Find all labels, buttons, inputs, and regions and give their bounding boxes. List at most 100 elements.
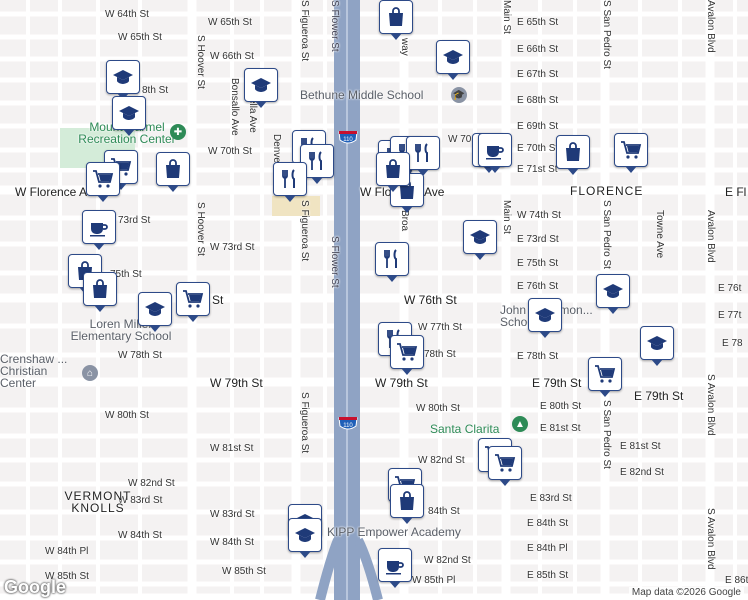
street-label: E 70th St xyxy=(517,143,559,154)
street-label: W Florence Ave xyxy=(15,185,100,199)
street-label: W 65th St xyxy=(208,17,252,28)
street-label: E 66th St xyxy=(517,44,559,55)
street-label: E 78th St xyxy=(517,351,559,362)
street-label-vertical: Avalon Blvd xyxy=(705,0,716,53)
shopping-cart-marker[interactable] xyxy=(176,282,210,322)
street-label: W 85th Pl xyxy=(412,575,456,586)
street-label-vertical: Main St xyxy=(501,200,512,234)
fork-knife-marker[interactable] xyxy=(273,162,307,202)
shopping-bag-marker[interactable] xyxy=(376,152,410,192)
shopping-cart-marker[interactable] xyxy=(614,133,648,173)
street-label: W 82nd St xyxy=(418,455,465,466)
street-label: W 85th St xyxy=(222,566,266,577)
street-label: E 78 xyxy=(722,338,743,349)
shopping-cart-icon xyxy=(595,365,616,383)
church-poi-icon[interactable]: ⌂ xyxy=(82,365,98,381)
shopping-bag-icon xyxy=(566,142,580,161)
street-label: W 70 xyxy=(448,134,472,145)
street-label: W 81st St xyxy=(210,443,254,454)
graduation-cap-icon xyxy=(251,78,271,92)
shopping-cart-marker[interactable] xyxy=(588,357,622,397)
coffee-cup-marker[interactable] xyxy=(378,548,412,588)
street-label: W 79th St xyxy=(375,376,428,390)
shopping-cart-marker[interactable] xyxy=(86,162,120,202)
shopping-cart-icon xyxy=(183,290,204,308)
shopping-bag-marker[interactable] xyxy=(156,152,190,192)
shopping-bag-marker[interactable] xyxy=(379,0,413,40)
street-label: W 80th St xyxy=(105,410,149,421)
school-poi-icon[interactable]: 🎓 xyxy=(451,87,467,103)
coffee-cup-icon xyxy=(90,223,108,237)
fork-knife-icon xyxy=(415,143,428,162)
street-label: E 84th Pl xyxy=(527,543,568,554)
place-label[interactable]: Crenshaw ... Christian Center xyxy=(0,352,68,390)
street-label: W 78th St xyxy=(118,350,162,361)
interstate-110-shield-icon: 110 xyxy=(338,131,358,144)
graduation-cap-marker[interactable] xyxy=(244,68,278,108)
place-label[interactable]: Bethune Middle School xyxy=(300,88,424,102)
shopping-bag-icon xyxy=(389,7,403,26)
shopping-bag-marker[interactable] xyxy=(390,484,424,524)
place-label[interactable]: KIPP Empower Academy xyxy=(327,525,461,539)
street-label: 73rd St xyxy=(118,215,151,226)
street-label: W 65th St xyxy=(118,32,162,43)
graduation-cap-marker[interactable] xyxy=(640,326,674,366)
street-label: E 79th St xyxy=(634,389,684,403)
place-label[interactable]: Loren Miller Elementary School xyxy=(70,317,172,343)
street-label: W 74th St xyxy=(517,210,561,221)
street-label: E 77t xyxy=(718,310,742,321)
street-label: E 73rd St xyxy=(517,234,559,245)
street-label: E 68th St xyxy=(517,95,559,106)
street-label-vertical: S Flower St xyxy=(329,236,340,288)
street-label: 8th St xyxy=(142,85,169,96)
map-attribution[interactable]: Map data ©2026 Google xyxy=(628,587,744,598)
street-label: W 77th St xyxy=(418,322,462,333)
graduation-cap-marker[interactable] xyxy=(463,220,497,260)
park-label[interactable]: Santa Clarita xyxy=(430,422,500,436)
street-label: E 81st St xyxy=(620,441,661,452)
park-poi-icon[interactable]: ▲ xyxy=(512,416,528,432)
graduation-cap-marker[interactable] xyxy=(436,40,470,80)
fork-knife-marker[interactable] xyxy=(406,136,440,176)
shopping-bag-icon xyxy=(93,279,107,298)
street-label: E 76t xyxy=(718,283,742,294)
graduation-cap-marker[interactable] xyxy=(596,274,630,314)
street-label: W 82nd St xyxy=(424,555,471,566)
graduation-cap-marker[interactable] xyxy=(112,96,146,136)
street-label: W 82nd St xyxy=(128,478,175,489)
street-label: W 66th St xyxy=(210,51,254,62)
graduation-cap-marker[interactable] xyxy=(138,292,172,332)
street-label: W 73rd St xyxy=(210,242,255,253)
graduation-cap-marker[interactable] xyxy=(288,518,322,558)
street-label-vertical: S Figueroa St xyxy=(299,200,310,262)
graduation-cap-marker[interactable] xyxy=(528,298,562,338)
street-label: E 85th St xyxy=(527,570,569,581)
street-label-vertical: S Avalon Blvd xyxy=(705,508,716,570)
graduation-cap-marker[interactable] xyxy=(106,60,140,100)
street-label: W 70th St xyxy=(208,146,252,157)
shopping-bag-marker[interactable] xyxy=(556,135,590,175)
shopping-bag-marker[interactable] xyxy=(83,272,117,312)
fork-knife-icon xyxy=(282,169,295,188)
street-label: W 79th St xyxy=(210,376,263,390)
shopping-cart-marker[interactable] xyxy=(488,446,522,486)
street-label: W 64th St xyxy=(105,9,149,20)
street-label: E 75th St xyxy=(517,258,559,269)
fork-knife-marker[interactable] xyxy=(375,242,409,282)
street-label: W 83rd St xyxy=(210,509,255,520)
graduation-cap-icon xyxy=(470,230,490,244)
park-poi-icon[interactable]: ✚ xyxy=(170,124,186,140)
place-label: VERMONT KNOLLS xyxy=(64,489,132,515)
street-label: W 84th St xyxy=(210,537,254,548)
street-label: St xyxy=(212,293,224,307)
coffee-cup-marker[interactable] xyxy=(82,210,116,250)
street-label-vertical: Main St xyxy=(501,0,512,34)
street-label: E 71st St xyxy=(517,164,558,175)
street-label: E 82nd St xyxy=(620,467,664,478)
shopping-cart-icon xyxy=(397,343,418,361)
street-label: W 84th Pl xyxy=(45,546,89,557)
shopping-cart-marker[interactable] xyxy=(390,335,424,375)
street-label: W 84th St xyxy=(118,530,162,541)
coffee-cup-marker[interactable] xyxy=(478,133,512,173)
